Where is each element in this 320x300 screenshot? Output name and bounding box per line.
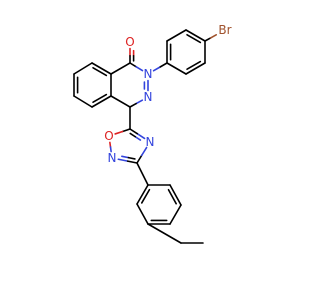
bond-p4-br-half-b (209, 34, 218, 39)
bond-e5-e6-second-line (167, 188, 177, 205)
bond-x3-e1 (136, 162, 149, 186)
bond-c5-c4a (91, 95, 112, 108)
bond-xn4-x5-half-a (136, 132, 146, 140)
atom-label-bromine: Br (218, 23, 231, 37)
bond-xn2-x3-half-b (126, 160, 138, 164)
atom-label-ox-n2: N (108, 151, 117, 165)
bond-p5-p6 (185, 62, 206, 75)
bond-n2-p1-half-b (159, 62, 168, 68)
bond-e1-e2 (136, 184, 149, 205)
bond-xn4-x5-half-b (129, 128, 139, 135)
bond-p6-p1 (166, 62, 187, 75)
atom-label-carbonyl-o: O (125, 35, 134, 49)
bond-n2-p1-half-a (152, 66, 162, 72)
bond-c8a-c8 (91, 62, 112, 75)
bond-c8a-c1 (110, 62, 131, 75)
bond-c8-c7 (73, 62, 93, 75)
bond-xn2-x3-second-line-half-b (127, 156, 136, 160)
bond-xn2-x3-half-a (117, 158, 129, 162)
atom-label-n-3: N (144, 90, 153, 104)
bond-c4-c4a (110, 95, 131, 108)
bond-p5-p6-second-line (186, 60, 202, 71)
bond-p2-p3 (166, 29, 187, 42)
bond-p3-p4-second-line (186, 33, 202, 44)
bond-e1-e2-second-line (140, 188, 151, 204)
bond-x5-xo-half-a (121, 128, 131, 133)
bond-n3-c4-half-b (129, 102, 137, 108)
atom-label-ox-n4: N (146, 135, 155, 149)
bond-e2-e3 (136, 203, 149, 225)
bond-x3-xn4-half-b (140, 146, 148, 157)
atom-label-ox-o: O (104, 129, 113, 143)
bond-c8a-c8-second-line (92, 66, 108, 77)
bond-c6-c5 (73, 95, 93, 108)
atom-label-n-2: N (144, 67, 153, 81)
bond-p3-p4 (185, 29, 206, 42)
bond-xn4-x5-second-line-half-a (134, 135, 142, 141)
bond-n3-c4-half-a (135, 99, 144, 105)
bond-e3-et1 (147, 223, 182, 244)
bond-p4-br-half-a (204, 37, 212, 42)
bond-c5-c4a-second-line (92, 93, 108, 104)
bond-xn4-x5-second-line-half-b (129, 132, 137, 138)
bonds-layer (73, 29, 218, 244)
bond-xo-xn2-half-b (109, 146, 112, 153)
bond-c1-n2-half-b (135, 66, 144, 72)
bond-x3-xn4-half-a (136, 154, 143, 164)
bond-xn2-x3-second-line-half-a (121, 155, 130, 159)
bond-e4-e5 (169, 204, 182, 225)
bond-x5-xo-half-b (114, 130, 124, 135)
bond-e5-e6 (169, 184, 182, 206)
bond-c1-n2-half-a (129, 62, 138, 68)
